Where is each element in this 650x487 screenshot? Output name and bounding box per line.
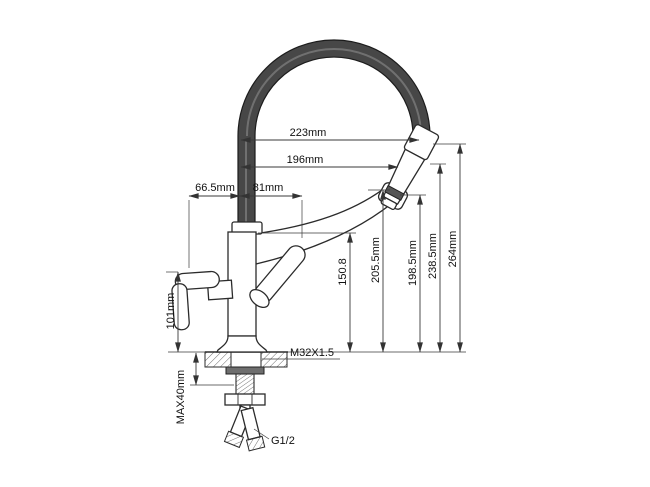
counter-slab-right: [260, 351, 288, 368]
dim-238-5mm-label: 238.5mm: [427, 233, 439, 279]
right-inlet-fitting: [245, 435, 266, 452]
dim-238-5mm: 238.5mm: [427, 163, 443, 353]
dim-205-5mm-label: 205.5mm: [370, 237, 382, 283]
dim-101mm-label: 101mm: [165, 293, 177, 330]
right-handle: [249, 245, 306, 309]
dim-196mm: 196mm: [240, 154, 399, 170]
counter-slab-left: [204, 351, 232, 368]
extension-lines: [166, 143, 466, 386]
dim-223mm: 223mm: [240, 127, 420, 143]
dim-223mm-label: 223mm: [290, 127, 327, 139]
dimension-annotations: 223mm 196mm 66.5mm 81mm 150.8 205.5mm 19…: [165, 127, 463, 447]
right-supply-tube: [240, 406, 266, 452]
spray-head: [380, 124, 440, 211]
dim-66-5mm-label: 66.5mm: [195, 182, 235, 194]
mounting-nut: [224, 393, 266, 406]
base-flange: [215, 335, 269, 353]
under-counter-assembly: [223, 366, 266, 452]
threaded-shank: [235, 373, 255, 396]
inlet-thread-label: G1/2: [271, 435, 295, 447]
dim-81mm: 81mm: [239, 182, 303, 199]
dim-264mm: 264mm: [447, 143, 463, 353]
left-inlet-fitting: [223, 430, 245, 449]
dim-101mm: 101mm: [165, 271, 181, 353]
dim-81mm-label: 81mm: [253, 182, 284, 194]
counter-section: [204, 351, 288, 368]
faucet-outline: [171, 39, 440, 353]
dim-198-5mm: 198.5mm: [407, 194, 423, 353]
dim-264mm-label: 264mm: [447, 231, 459, 268]
hose-highlight: [246, 48, 422, 137]
dim-205-5mm: 205.5mm: [370, 189, 386, 353]
dim-150-8-label: 150.8: [337, 258, 349, 286]
left-handle: [171, 270, 234, 331]
dim-max40mm: MAX40mm: [175, 352, 199, 424]
thread-size-label: M32X1.5: [290, 347, 334, 359]
spray-head-band: [384, 184, 405, 201]
callout-inlet-thread: G1/2: [253, 428, 295, 447]
dim-max40mm-label: MAX40mm: [175, 370, 187, 424]
dim-66-5mm: 66.5mm: [188, 182, 241, 199]
dim-196mm-label: 196mm: [287, 154, 324, 166]
dim-150-8: 150.8: [337, 232, 353, 353]
rubber-washer: [225, 366, 265, 375]
faucet-body: [227, 231, 257, 337]
dim-198-5mm-label: 198.5mm: [407, 240, 419, 286]
callout-thread-size: M32X1.5: [262, 347, 340, 360]
right-handle-base: [249, 288, 270, 309]
